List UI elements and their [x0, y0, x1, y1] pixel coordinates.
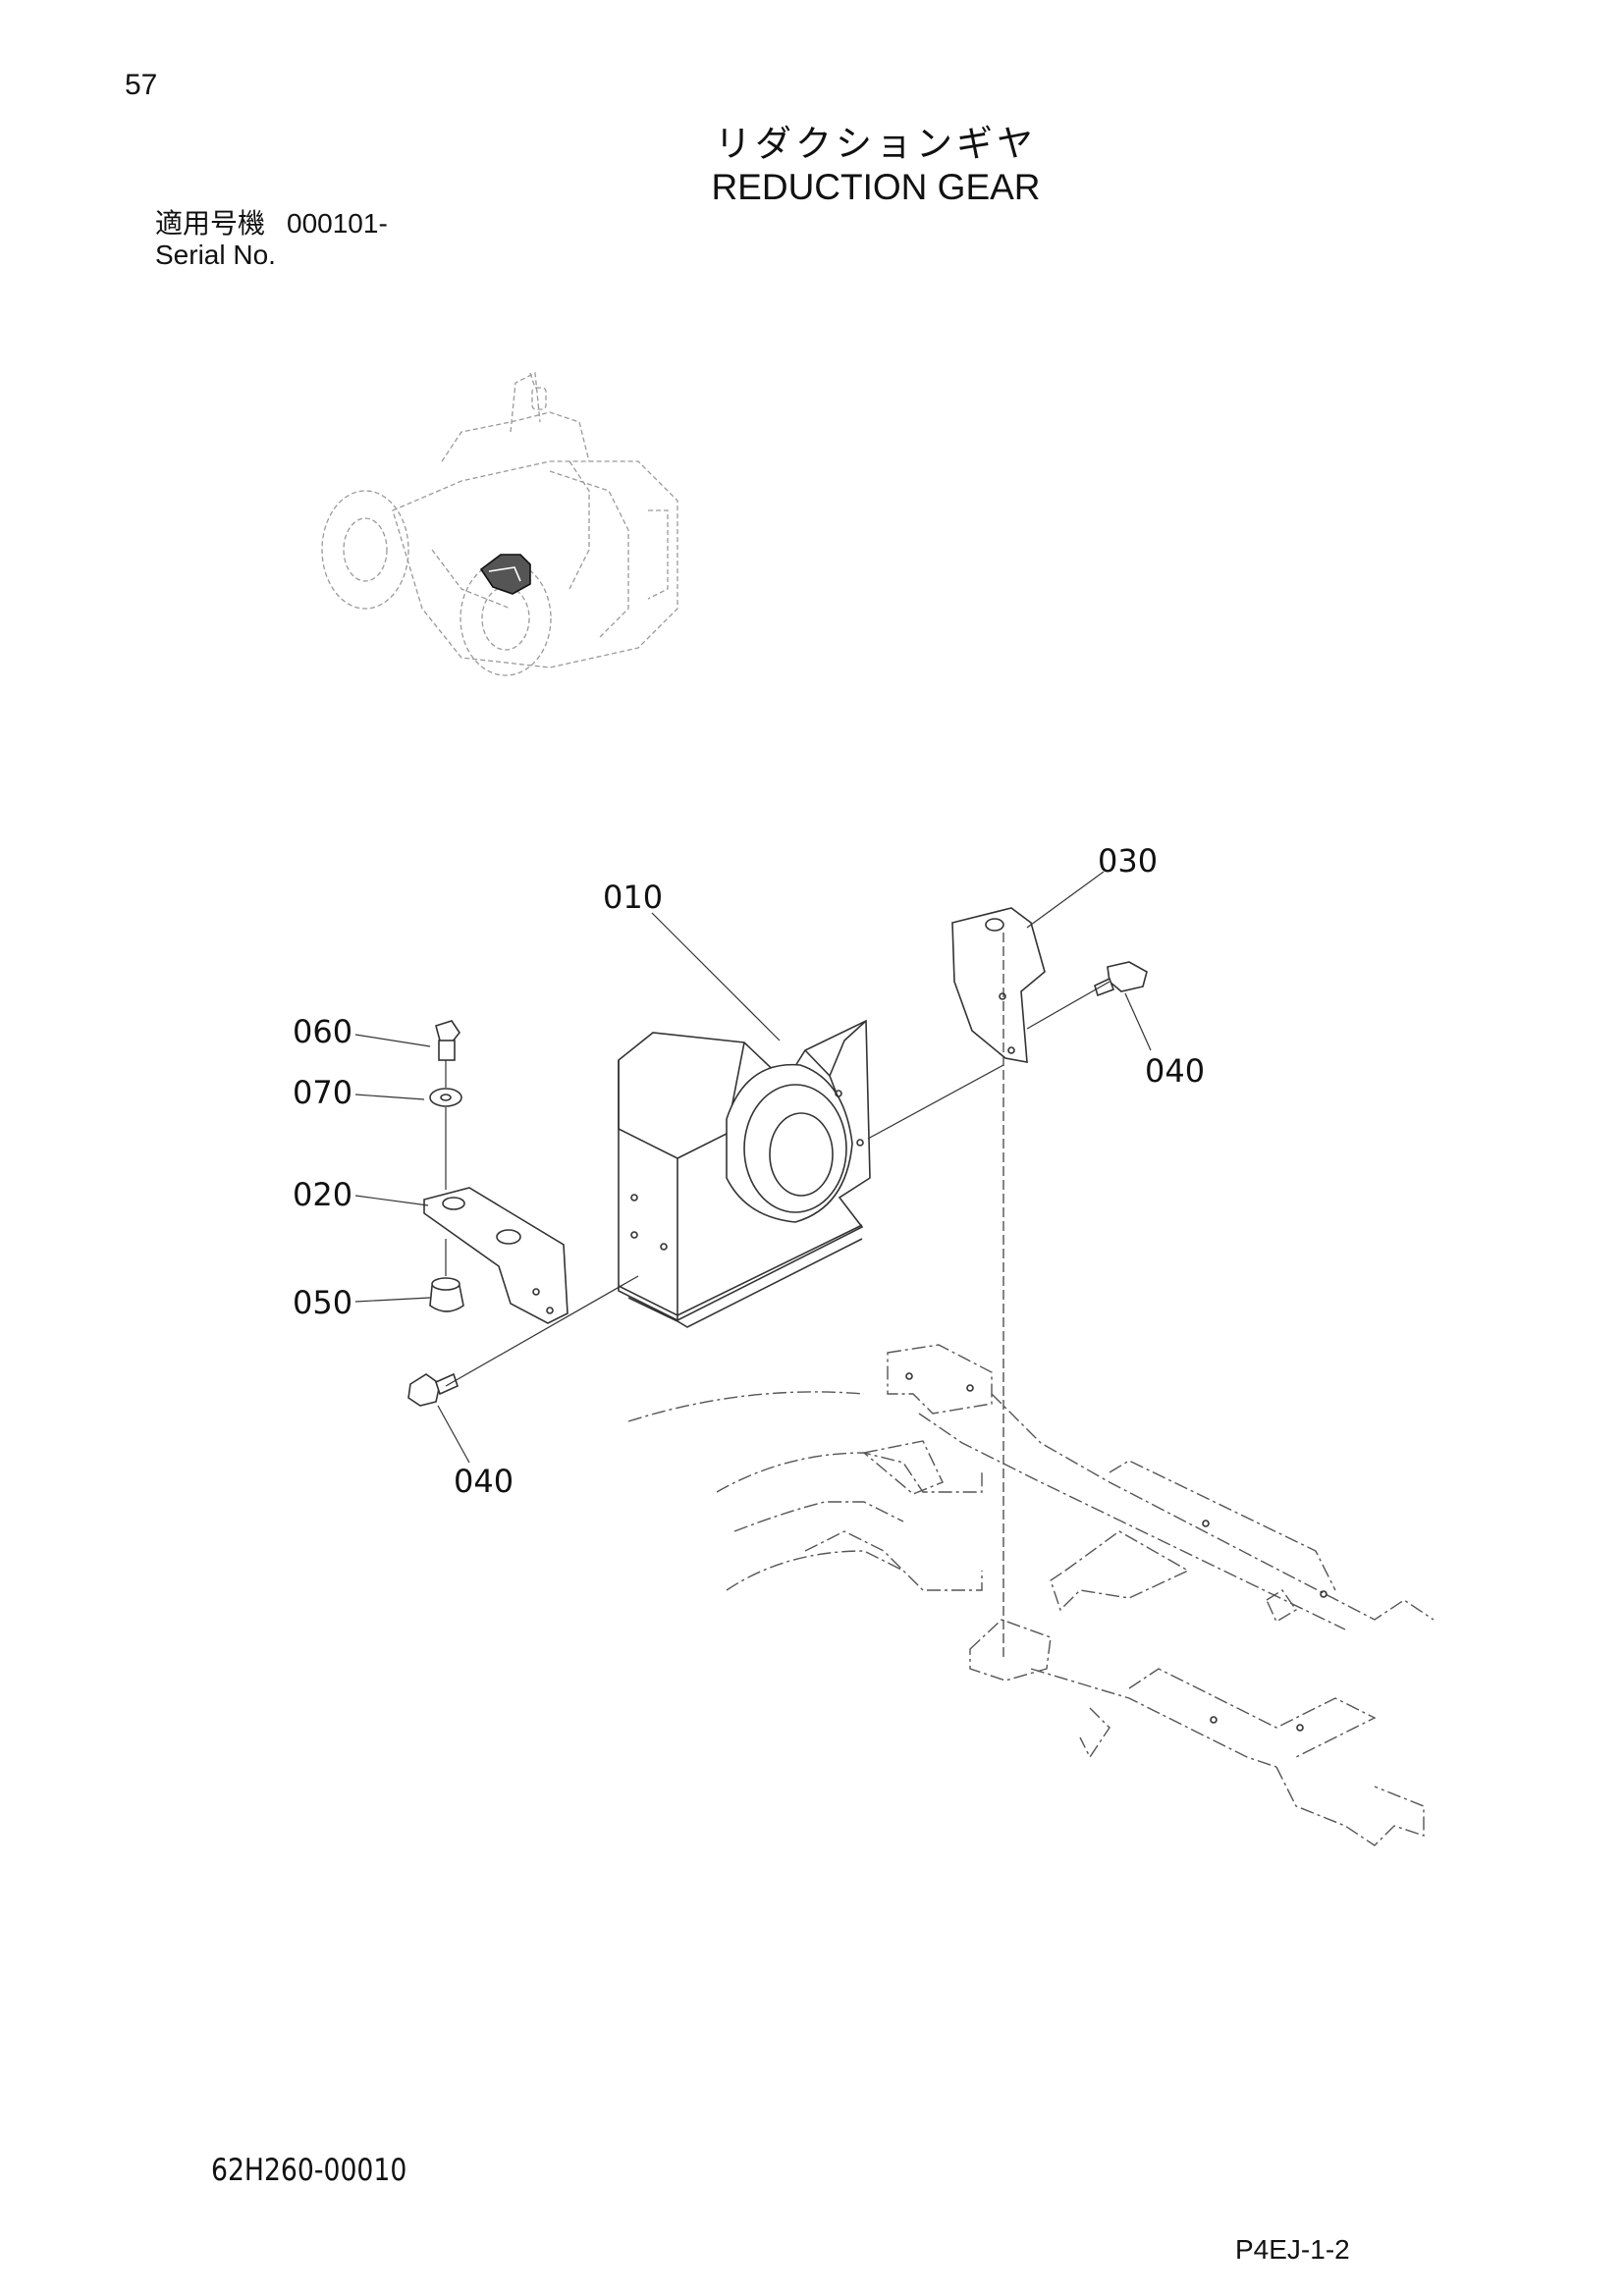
page-title-japanese: リダクションギヤ	[715, 123, 1037, 165]
callout-020: 020	[293, 1176, 352, 1213]
drawing-number: 62H260-00010	[211, 2153, 407, 2188]
callout-070: 070	[293, 1074, 352, 1111]
serial-label-japanese: 適用号機 000101-	[155, 202, 388, 241]
bolt-060	[435, 1020, 460, 1061]
bolt-040-right	[1094, 961, 1148, 997]
assembly-lines	[354, 871, 1152, 1659]
callout-010: 010	[603, 879, 663, 916]
page-number: 57	[125, 69, 158, 101]
vehicle-location-thumbnail	[321, 371, 678, 676]
chassis-frame	[627, 1344, 1435, 1846]
page-code: P4EJ-1-2	[1235, 2234, 1350, 2265]
serial-label-english: Serial No.	[155, 240, 276, 270]
callout-050: 050	[293, 1284, 352, 1321]
callout-060: 060	[293, 1013, 352, 1050]
serial-number-value: 000101-	[287, 208, 388, 239]
bolt-040-left	[407, 1372, 459, 1407]
serial-label-jp-text: 適用号機	[155, 207, 266, 240]
bracket-020	[423, 1187, 568, 1324]
bracket-030	[951, 907, 1046, 1063]
callout-040-left: 040	[454, 1463, 514, 1500]
washer-070	[429, 1088, 462, 1107]
page-title: REDUCTION GEAR	[711, 167, 1041, 207]
callout-030: 030	[1098, 842, 1158, 880]
reduction-gear-housing	[618, 1019, 871, 1328]
callout-040-right: 040	[1145, 1052, 1205, 1090]
rubber-mount-050	[429, 1277, 464, 1312]
